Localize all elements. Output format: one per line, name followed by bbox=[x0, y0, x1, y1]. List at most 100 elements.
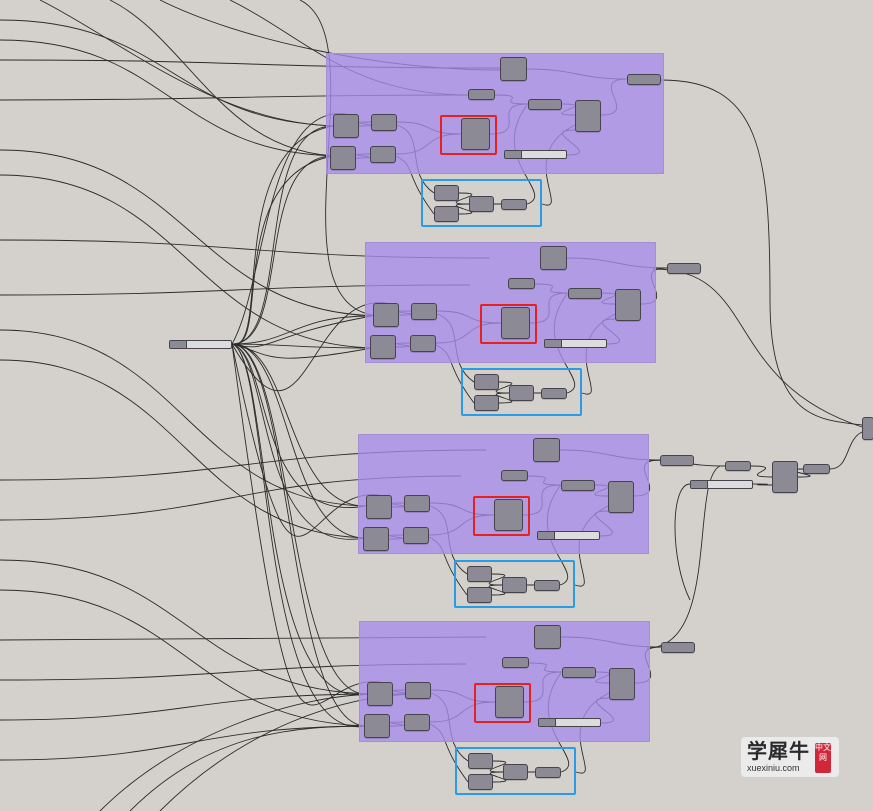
group-slider[interactable] bbox=[537, 531, 600, 540]
component-node[interactable] bbox=[474, 374, 499, 390]
component-node[interactable] bbox=[509, 385, 534, 401]
output-node[interactable] bbox=[667, 263, 701, 274]
final-output-node[interactable] bbox=[862, 417, 873, 440]
component-node[interactable] bbox=[535, 767, 561, 778]
group-box[interactable] bbox=[358, 434, 649, 554]
component-node[interactable] bbox=[608, 481, 634, 513]
component-node[interactable] bbox=[502, 577, 527, 593]
wire bbox=[660, 79, 863, 426]
component-node[interactable] bbox=[501, 199, 527, 210]
merge-slider[interactable] bbox=[690, 480, 753, 489]
component-node[interactable] bbox=[502, 657, 529, 668]
wire bbox=[0, 359, 374, 539]
input-node[interactable] bbox=[373, 303, 399, 327]
component-node[interactable] bbox=[495, 686, 524, 718]
component-node[interactable] bbox=[494, 499, 523, 531]
component-node[interactable] bbox=[501, 307, 530, 339]
component-node[interactable] bbox=[467, 566, 492, 582]
highlight-blue bbox=[421, 179, 542, 227]
component-node[interactable] bbox=[468, 89, 495, 100]
component-node[interactable] bbox=[434, 206, 459, 222]
component-node[interactable] bbox=[528, 99, 562, 110]
input-node[interactable] bbox=[370, 335, 396, 359]
component-node[interactable] bbox=[404, 495, 430, 512]
slider-grip[interactable] bbox=[545, 340, 562, 347]
component-node[interactable] bbox=[410, 335, 436, 352]
component-node[interactable] bbox=[370, 146, 396, 163]
wire bbox=[0, 329, 373, 507]
component-node[interactable] bbox=[434, 185, 459, 201]
component-node[interactable] bbox=[403, 527, 429, 544]
wire bbox=[231, 343, 380, 537]
slider-grip[interactable] bbox=[538, 532, 555, 539]
component-node[interactable] bbox=[468, 774, 493, 790]
component-node[interactable] bbox=[533, 438, 560, 462]
component-node[interactable] bbox=[772, 461, 798, 493]
component-node[interactable] bbox=[561, 480, 595, 491]
wire bbox=[0, 725, 377, 761]
slider-grip[interactable] bbox=[539, 719, 556, 726]
component-node[interactable] bbox=[500, 57, 527, 81]
component-node[interactable] bbox=[534, 580, 560, 591]
watermark-title: 学犀牛 bbox=[747, 739, 810, 763]
component-node[interactable] bbox=[411, 303, 437, 320]
input-slider[interactable] bbox=[169, 340, 232, 349]
wire bbox=[231, 343, 367, 727]
input-node[interactable] bbox=[364, 714, 390, 738]
component-node[interactable] bbox=[461, 118, 490, 150]
component-node[interactable] bbox=[501, 470, 528, 481]
component-node[interactable] bbox=[503, 764, 528, 780]
wire bbox=[99, 693, 381, 811]
component-node[interactable] bbox=[541, 388, 567, 399]
group-box[interactable] bbox=[359, 621, 650, 742]
wire bbox=[646, 465, 721, 649]
component-node[interactable] bbox=[568, 288, 602, 299]
wire bbox=[0, 559, 379, 695]
slider-grip[interactable] bbox=[170, 341, 187, 348]
component-node[interactable] bbox=[725, 461, 751, 471]
wire bbox=[750, 465, 773, 478]
wire bbox=[231, 343, 367, 727]
component-node[interactable] bbox=[540, 246, 567, 270]
slider-grip[interactable] bbox=[505, 151, 522, 158]
highlight-blue bbox=[454, 560, 575, 608]
highlight-red bbox=[480, 304, 537, 344]
input-node[interactable] bbox=[367, 682, 393, 706]
component-node[interactable] bbox=[469, 196, 494, 212]
wire bbox=[231, 343, 373, 359]
input-node[interactable] bbox=[363, 527, 389, 551]
group-slider[interactable] bbox=[504, 150, 567, 159]
component-node[interactable] bbox=[615, 289, 641, 321]
group-slider[interactable] bbox=[538, 718, 601, 727]
wire bbox=[231, 302, 387, 391]
output-node[interactable] bbox=[660, 455, 694, 466]
component-node[interactable] bbox=[468, 753, 493, 769]
component-node[interactable] bbox=[405, 682, 431, 699]
wire bbox=[829, 431, 863, 470]
component-node[interactable] bbox=[404, 714, 430, 731]
group-slider[interactable] bbox=[544, 339, 607, 348]
highlight-blue bbox=[461, 368, 582, 416]
component-node[interactable] bbox=[609, 668, 635, 700]
output-node[interactable] bbox=[627, 74, 661, 85]
group-box[interactable] bbox=[365, 242, 656, 363]
output-node[interactable] bbox=[803, 464, 830, 474]
input-node[interactable] bbox=[330, 146, 356, 170]
wire bbox=[231, 343, 366, 507]
wire bbox=[231, 155, 334, 345]
component-node[interactable] bbox=[575, 100, 601, 132]
wire bbox=[0, 19, 347, 127]
input-node[interactable] bbox=[333, 114, 359, 138]
component-node[interactable] bbox=[534, 625, 561, 649]
component-node[interactable] bbox=[508, 278, 535, 289]
slider-grip[interactable] bbox=[691, 481, 708, 488]
component-node[interactable] bbox=[474, 395, 499, 411]
wire bbox=[489, 760, 507, 773]
output-node[interactable] bbox=[661, 642, 695, 653]
component-node[interactable] bbox=[562, 667, 596, 678]
wire bbox=[109, 0, 344, 157]
component-node[interactable] bbox=[371, 114, 397, 131]
component-node[interactable] bbox=[467, 587, 492, 603]
input-node[interactable] bbox=[366, 495, 392, 519]
